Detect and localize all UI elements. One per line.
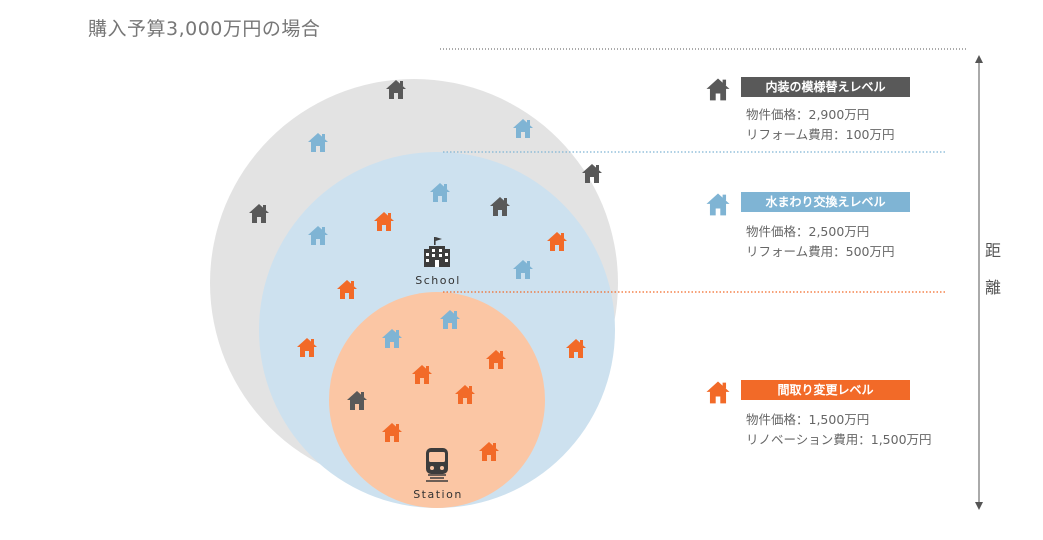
- legend-cost: リフォーム費用：100万円: [746, 127, 895, 142]
- legend-price: 物件価格：2,900万円: [746, 107, 870, 122]
- legend-cost: リフォーム費用：500万円: [746, 244, 895, 259]
- house-icon: [582, 164, 602, 183]
- page-title: 購入予算3,000万円の場合: [88, 18, 321, 40]
- house-icon: [706, 381, 730, 404]
- house-icon: [706, 193, 730, 216]
- legend-tag: 内装の模様替えレベル: [741, 77, 910, 97]
- legend-tag: 間取り変更レベル: [741, 380, 910, 400]
- axis-label-distance-2: 離: [985, 278, 1002, 297]
- legend-item-layout: 間取り変更レベル 物件価格：1,500万円 リノベーション費用：1,500万円: [705, 380, 985, 450]
- axis-label-distance-1: 距: [985, 241, 1002, 260]
- legend-price: 物件価格：1,500万円: [746, 412, 870, 427]
- station-label: Station: [413, 488, 463, 501]
- legend-cost: リノベーション費用：1,500万円: [746, 432, 932, 447]
- school-icon: [424, 237, 450, 267]
- legend-item-interior: 内装の模様替えレベル 物件価格：2,900万円 リフォーム費用：100万円: [705, 77, 965, 147]
- school-label: School: [415, 274, 461, 287]
- legend-item-water: 水まわり交換えレベル 物件価格：2,500万円 リフォーム費用：500万円: [705, 192, 965, 262]
- distance-axis-arrow: [975, 55, 983, 510]
- legend-tag: 水まわり交換えレベル: [741, 192, 910, 212]
- train-icon: [426, 448, 448, 482]
- legend-price: 物件価格：2,500万円: [746, 224, 870, 239]
- house-icon: [706, 78, 730, 101]
